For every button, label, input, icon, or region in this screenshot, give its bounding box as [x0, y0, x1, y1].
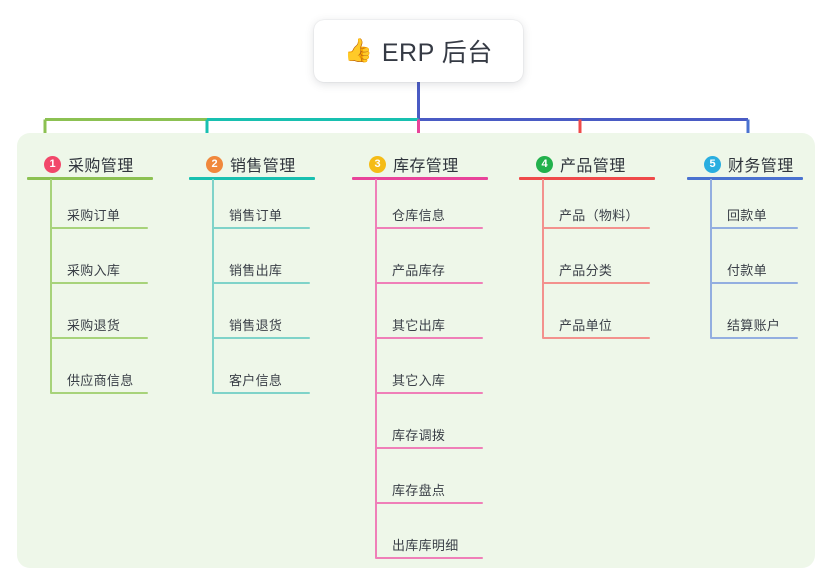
- leaf-item[interactable]: 客户信息: [212, 373, 310, 394]
- branch-trunk: [375, 179, 377, 558]
- leaf-label: 客户信息: [229, 373, 283, 388]
- leaf-underline: [542, 227, 650, 229]
- leaf-item[interactable]: 出库库明细: [375, 538, 483, 559]
- leaf-underline: [50, 337, 148, 339]
- branch-number-badge: 1: [44, 155, 61, 173]
- leaf-item[interactable]: 库存盘点: [375, 483, 483, 504]
- branch-title: 销售管理: [230, 158, 296, 175]
- branch-header-5[interactable]: 5 财务管理: [683, 151, 823, 177]
- branch-column-3: 3 库存管理仓库信息产品库存其它出库其它入库库存调拨库存盘点出库库明细: [348, 133, 508, 559]
- branch-header-3[interactable]: 3 库存管理: [348, 151, 508, 177]
- leaf-item[interactable]: 仓库信息: [375, 208, 483, 229]
- leaf-label: 其它入库: [392, 373, 446, 388]
- branch-header-4[interactable]: 4 产品管理: [515, 151, 675, 177]
- branch-underline: [27, 177, 153, 180]
- leaf-item[interactable]: 库存调拨: [375, 428, 483, 449]
- leaf-label: 产品库存: [392, 263, 446, 278]
- leaf-label: 销售订单: [229, 208, 283, 223]
- page-title: ERP 后台: [381, 39, 493, 67]
- leaf-label: 产品（物料）: [559, 208, 639, 223]
- leaf-label: 销售退货: [229, 318, 283, 333]
- leaf-item[interactable]: 采购入库: [50, 263, 148, 284]
- leaf-underline: [710, 337, 798, 339]
- branch-trunk: [710, 179, 712, 338]
- leaf-label: 产品单位: [559, 318, 613, 333]
- branch-number-badge: 3: [369, 155, 386, 173]
- leaf-label: 销售出库: [229, 263, 283, 278]
- branch-trunk: [212, 179, 214, 393]
- leaf-underline: [542, 282, 650, 284]
- leaf-label: 产品分类: [559, 263, 613, 278]
- branch-column-4: 4 产品管理产品（物料） 产品分类产品单位: [515, 133, 675, 339]
- leaf-item[interactable]: 销售出库: [212, 263, 310, 284]
- leaf-item[interactable]: 销售订单: [212, 208, 310, 229]
- leaf-underline: [375, 227, 483, 229]
- leaf-item[interactable]: 产品单位: [542, 318, 650, 339]
- leaf-label: 结算账户: [727, 318, 781, 333]
- leaf-item[interactable]: 采购订单: [50, 208, 148, 229]
- thumbs-up-icon: 👍: [344, 36, 373, 63]
- leaf-label: 其它出库: [392, 318, 446, 333]
- branch-title: 产品管理: [560, 158, 626, 175]
- branch-number-badge: 4: [536, 155, 553, 173]
- branch-header-2[interactable]: 2 销售管理: [185, 151, 335, 177]
- leaf-underline: [710, 282, 798, 284]
- branch-title: 财务管理: [728, 158, 794, 175]
- leaf-item[interactable]: 产品（物料）: [542, 208, 650, 229]
- leaf-underline: [542, 337, 650, 339]
- leaf-underline: [212, 392, 310, 394]
- leaf-item[interactable]: 其它入库: [375, 373, 483, 394]
- leaf-label: 付款单: [727, 263, 767, 278]
- branch-column-5: 5 财务管理回款单付款单结算账户: [683, 133, 823, 339]
- branch-title: 采购管理: [68, 158, 134, 175]
- branch-title: 库存管理: [393, 158, 459, 175]
- branch-column-1: 1 采购管理采购订单采购入库采购退货供应商信息: [23, 133, 173, 394]
- branch-trunk: [50, 179, 52, 393]
- leaf-underline: [212, 282, 310, 284]
- leaf-underline: [375, 392, 483, 394]
- leaf-label: 供应商信息: [67, 373, 134, 388]
- leaf-item[interactable]: 产品分类: [542, 263, 650, 284]
- root-node-card[interactable]: 👍 ERP 后台: [314, 20, 523, 82]
- leaf-underline: [50, 282, 148, 284]
- leaf-underline: [50, 227, 148, 229]
- leaf-underline: [212, 227, 310, 229]
- branch-underline: [687, 177, 803, 180]
- branch-underline: [189, 177, 315, 180]
- leaf-item[interactable]: 其它出库: [375, 318, 483, 339]
- leaf-label: 采购订单: [67, 208, 121, 223]
- leaf-label: 采购入库: [67, 263, 121, 278]
- leaf-underline: [375, 447, 483, 449]
- branch-column-2: 2 销售管理销售订单销售出库销售退货客户信息: [185, 133, 335, 394]
- leaf-label: 回款单: [727, 208, 767, 223]
- leaf-underline: [710, 227, 798, 229]
- leaf-underline: [212, 337, 310, 339]
- leaf-label: 库存盘点: [392, 483, 446, 498]
- branch-trunk: [542, 179, 544, 338]
- branch-underline: [519, 177, 655, 180]
- branch-header-1[interactable]: 1 采购管理: [23, 151, 173, 177]
- leaf-item[interactable]: 回款单: [710, 208, 798, 229]
- leaf-underline: [375, 557, 483, 559]
- leaf-underline: [375, 502, 483, 504]
- leaf-item[interactable]: 采购退货: [50, 318, 148, 339]
- leaf-underline: [50, 392, 148, 394]
- leaf-label: 库存调拨: [392, 428, 446, 443]
- branch-underline: [352, 177, 488, 180]
- leaf-underline: [375, 337, 483, 339]
- leaf-item[interactable]: 产品库存: [375, 263, 483, 284]
- branches-panel: 1 采购管理采购订单采购入库采购退货供应商信息 2 销售管理销售订单销售出库销售退货客…: [17, 133, 815, 568]
- leaf-item[interactable]: 结算账户: [710, 318, 798, 339]
- branch-number-badge: 2: [206, 155, 223, 173]
- leaf-underline: [375, 282, 483, 284]
- branch-number-badge: 5: [704, 155, 721, 173]
- leaf-label: 仓库信息: [392, 208, 446, 223]
- leaf-item[interactable]: 供应商信息: [50, 373, 148, 394]
- leaf-item[interactable]: 销售退货: [212, 318, 310, 339]
- leaf-label: 出库库明细: [392, 538, 459, 553]
- leaf-item[interactable]: 付款单: [710, 263, 798, 284]
- leaf-label: 采购退货: [67, 318, 121, 333]
